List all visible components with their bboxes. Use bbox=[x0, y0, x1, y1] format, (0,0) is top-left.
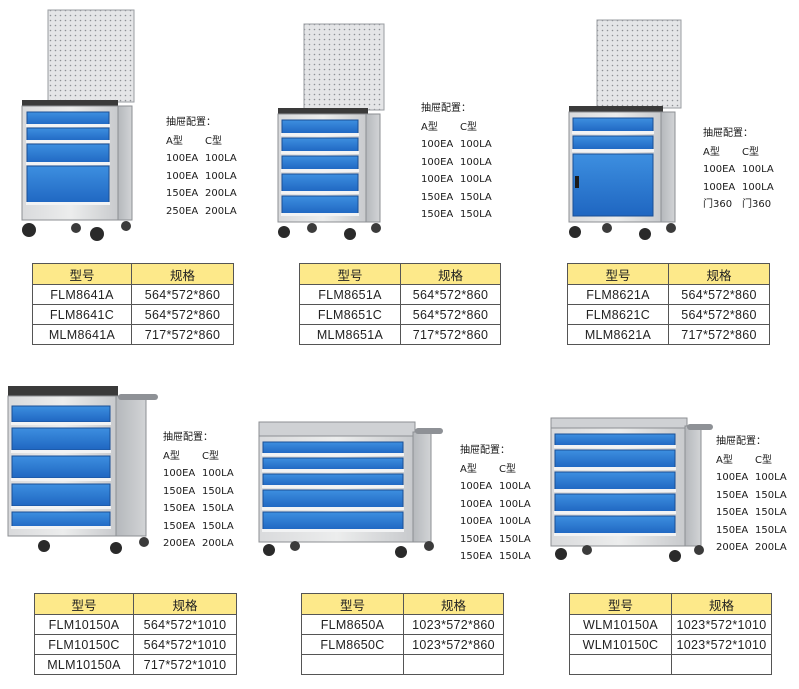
col-model: 型号 bbox=[569, 593, 672, 615]
cabinet-illustration bbox=[568, 19, 682, 240]
cabinet-illustration bbox=[258, 421, 443, 558]
col-model: 型号 bbox=[34, 593, 134, 615]
col-model: 型号 bbox=[301, 593, 404, 615]
col-model: 型号 bbox=[32, 263, 132, 285]
type-c-label: C型 bbox=[205, 135, 222, 147]
col-model: 型号 bbox=[567, 263, 669, 285]
config-title: 抽屉配置： bbox=[460, 445, 510, 456]
cabinet-illustration bbox=[7, 386, 158, 554]
col-spec: 规格 bbox=[403, 593, 504, 615]
col-spec: 规格 bbox=[668, 263, 770, 285]
cabinet-illustration bbox=[550, 417, 713, 562]
col-spec: 规格 bbox=[133, 593, 237, 615]
table-row bbox=[301, 654, 504, 675]
table-row bbox=[569, 654, 772, 675]
col-model: 型号 bbox=[299, 263, 401, 285]
cabinet-illustration bbox=[277, 23, 385, 240]
col-spec: 规格 bbox=[131, 263, 234, 285]
col-spec: 规格 bbox=[671, 593, 772, 615]
config-title: 抽屉配置： bbox=[166, 117, 216, 128]
type-a-label: A型 bbox=[166, 135, 183, 147]
config-title: 抽屉配置： bbox=[703, 128, 753, 139]
config-title: 抽屉配置： bbox=[421, 103, 471, 114]
config-title: 抽屉配置： bbox=[716, 436, 766, 447]
config-title: 抽屉配置： bbox=[163, 432, 213, 443]
col-spec: 规格 bbox=[400, 263, 501, 285]
cabinet-illustration bbox=[21, 9, 135, 241]
